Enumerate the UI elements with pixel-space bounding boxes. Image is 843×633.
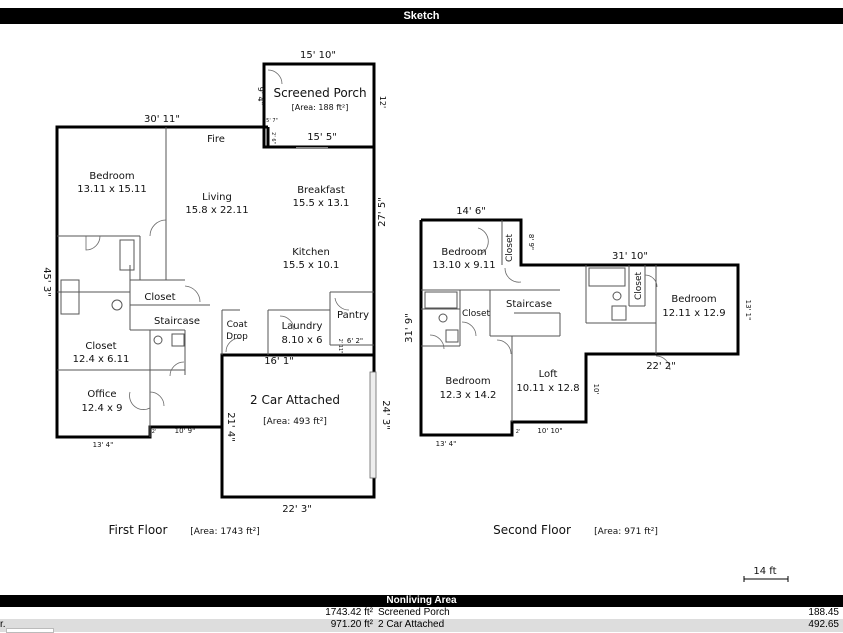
dim-right-top: 31' 10" bbox=[612, 251, 648, 262]
dim-bottom-left: 13' 4" bbox=[93, 441, 114, 449]
closet-label: Closet bbox=[505, 234, 515, 263]
dim-garage-bottom: 22' 3" bbox=[282, 504, 312, 515]
room-dims: 13.11 x 15.11 bbox=[77, 184, 147, 195]
scrollbar[interactable] bbox=[6, 628, 54, 633]
closet-label: Closet bbox=[462, 309, 491, 319]
room-name: Kitchen bbox=[292, 247, 330, 258]
fire-label: Fire bbox=[207, 134, 225, 145]
room-name: Bedroom bbox=[445, 376, 490, 387]
porch-name: Screened Porch bbox=[273, 86, 366, 100]
second-floor-label: Second Floor bbox=[493, 523, 571, 537]
room-name: Loft bbox=[539, 369, 558, 380]
dim-porch-side: 12' bbox=[378, 96, 387, 108]
dim-right-side: 13' 1" bbox=[744, 300, 752, 321]
garage-area: [Area: 493 ft²] bbox=[263, 417, 327, 427]
nonliving-value: 492.65 bbox=[808, 619, 839, 630]
dim-porch-left: 9' 4" bbox=[256, 87, 265, 106]
garage-name: 2 Car Attached bbox=[250, 393, 340, 407]
staircase-label: Staircase bbox=[154, 316, 200, 327]
room-name: Living bbox=[202, 192, 232, 203]
dim-top: 30' 11" bbox=[144, 114, 180, 125]
sketch-header: Sketch bbox=[0, 8, 843, 24]
dim-step: 2' bbox=[516, 429, 521, 435]
dim-left: 45' 3" bbox=[41, 267, 52, 297]
room-name: Bedroom bbox=[671, 294, 716, 305]
room-name: Office bbox=[87, 389, 116, 400]
closet-label: Closet bbox=[144, 292, 175, 303]
nonliving-name: 2 Car Attached bbox=[378, 619, 445, 630]
dim-garage-left: 21' 4" bbox=[225, 412, 236, 442]
room-dims: 10.11 x 12.8 bbox=[516, 383, 579, 394]
second-floor-outline bbox=[419, 218, 740, 437]
room-name: Breakfast bbox=[297, 185, 345, 196]
dim-bottom-mid: 10' 10" bbox=[537, 427, 562, 435]
dim-right: 27' 5" bbox=[377, 197, 388, 227]
dim-right-bottom: 22' 2" bbox=[646, 361, 676, 372]
gla-value: 971.20 ft² bbox=[330, 619, 373, 630]
room-dims: 13.10 x 9.11 bbox=[432, 260, 495, 271]
scale-label: 14 ft bbox=[753, 566, 776, 577]
room-dims: 15.5 x 13.1 bbox=[293, 198, 350, 209]
dim-garage-top: 16' 1" bbox=[264, 356, 294, 367]
dim-bottom-left: 13' 4" bbox=[436, 440, 457, 448]
room-dims: 15.5 x 10.1 bbox=[283, 260, 340, 271]
table-row: 1743.42 ft² Screened Porch 188.45 bbox=[0, 607, 843, 619]
dim-porch-small1: 5' 7" bbox=[266, 118, 278, 124]
dim-left: 31' 9" bbox=[404, 313, 415, 343]
dim-porch-small2: 2' 6" bbox=[270, 132, 276, 144]
dim-loft-side: 10' bbox=[592, 384, 600, 395]
pantry-label: Pantry bbox=[337, 310, 369, 321]
coat-label: Coat bbox=[227, 320, 248, 330]
first-floor-outline bbox=[55, 125, 268, 439]
dim-laundry-side: 2' 11" bbox=[337, 339, 343, 354]
room-dims: 12.11 x 12.9 bbox=[662, 308, 725, 319]
dim-pantry-bottom: 6' 2" bbox=[347, 337, 363, 345]
nonliving-area-header: Nonliving Area bbox=[0, 595, 843, 607]
room-name: Laundry bbox=[282, 321, 323, 332]
dim-top: 14' 6" bbox=[456, 206, 486, 217]
first-floor-area: [Area: 1743 ft²] bbox=[190, 527, 260, 537]
room-dims: 8.10 x 6 bbox=[282, 335, 323, 346]
room-dims: 12.4 x 6.11 bbox=[73, 354, 130, 365]
room-dims: 15.8 x 22.11 bbox=[185, 205, 248, 216]
room-name: Bedroom bbox=[441, 247, 486, 258]
second-floor-area: [Area: 971 ft²] bbox=[594, 527, 658, 537]
scale-bar: 14 ft bbox=[743, 566, 789, 582]
first-floor-label: First Floor bbox=[109, 523, 168, 537]
second-floor-plan: 14' 6" 8' 9" Closet Bedroom 13.10 x 9.11… bbox=[404, 206, 752, 537]
staircase-label: Staircase bbox=[506, 299, 552, 310]
nonliving-value: 188.45 bbox=[808, 607, 839, 618]
drop-label: Drop bbox=[226, 332, 248, 342]
first-floor-plan: 15' 10" 12' 9' 4" 5' 7" 2' 6" Screened P… bbox=[41, 50, 391, 537]
room-name: Closet bbox=[85, 341, 116, 352]
room-dims: 12.3 x 14.2 bbox=[440, 390, 497, 401]
floor-plan-sketch: 15' 10" 12' 9' 4" 5' 7" 2' 6" Screened P… bbox=[41, 50, 789, 582]
room-dims: 12.4 x 9 bbox=[82, 403, 123, 414]
partial-label: r. bbox=[0, 619, 6, 630]
table-row: r. 971.20 ft² 2 Car Attached 492.65 bbox=[0, 619, 843, 633]
dim-small-side: 8' 9" bbox=[527, 234, 535, 250]
nonliving-name: Screened Porch bbox=[378, 607, 450, 618]
dim-porch-top: 15' 10" bbox=[300, 50, 336, 61]
porch-area: [Area: 188 ft²] bbox=[292, 103, 349, 112]
room-name: Bedroom bbox=[89, 171, 134, 182]
gla-value: 1743.42 ft² bbox=[325, 607, 373, 618]
dim-bottom-mid: 10' 9" bbox=[175, 427, 196, 435]
closet-label: Closet bbox=[634, 272, 644, 301]
dim-step: 2' bbox=[152, 429, 157, 435]
dim-porch-bottom: 15' 5" bbox=[307, 132, 337, 143]
dim-garage-right: 24' 3" bbox=[380, 400, 391, 430]
